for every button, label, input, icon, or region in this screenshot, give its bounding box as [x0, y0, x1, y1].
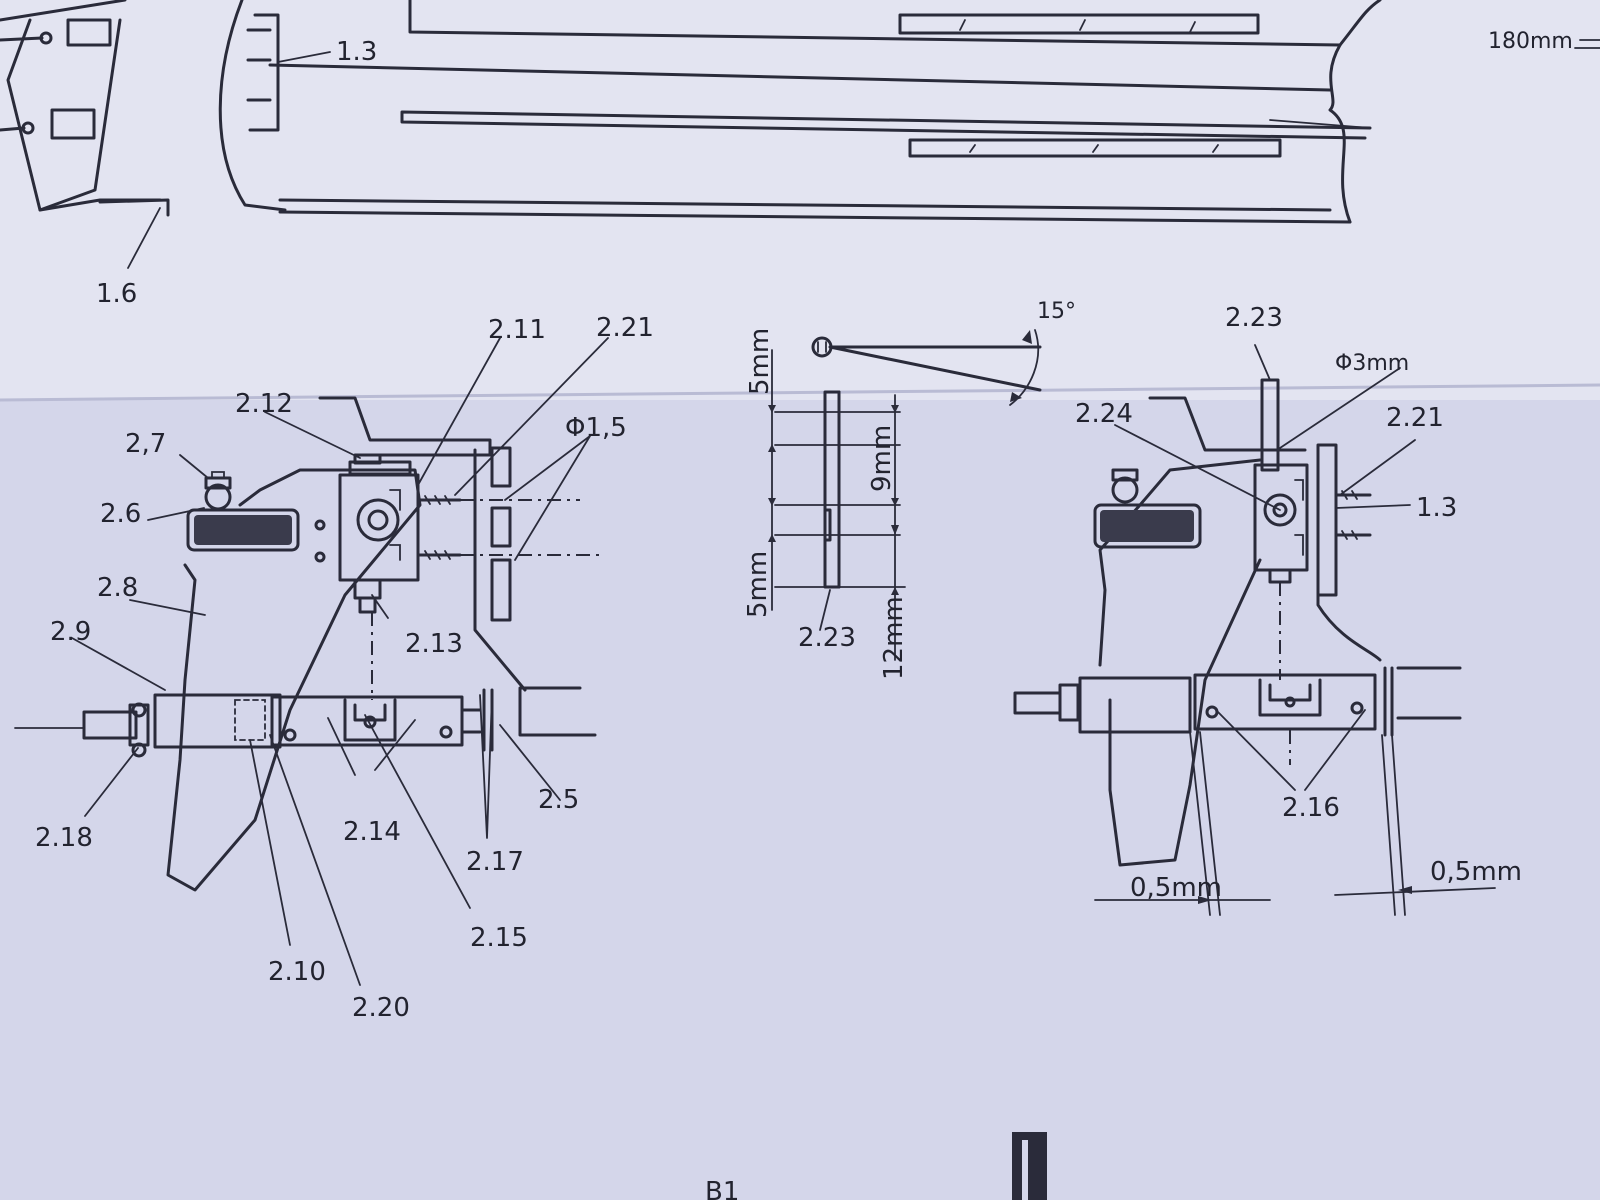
label-2-11: 2.11: [488, 315, 546, 345]
label-2-17: 2.17: [466, 847, 524, 877]
hull-side-view: [0, 0, 1600, 269]
label-dim-9mm: 9mm: [867, 425, 897, 492]
label-right-1-3: 1.3: [1416, 493, 1457, 523]
label-phi-3mm: Φ3mm: [1335, 351, 1409, 376]
label-dim-12mm: 12mm: [879, 596, 909, 680]
label-2-13: 2.13: [405, 629, 463, 659]
label-2-5: 2.5: [538, 785, 579, 815]
label-dim-5mm-top: 5mm: [745, 328, 775, 395]
bottom-dark-mark: [1012, 1132, 1047, 1200]
label-2-9: 2.9: [50, 617, 91, 647]
label-2-14: 2.14: [343, 817, 401, 847]
label-right-2-23: 2.23: [1225, 303, 1283, 333]
label-dim-5mm-bottom: 5mm: [743, 551, 773, 618]
paper-fold-line: [0, 383, 1600, 402]
label-phi-1-5: Φ1,5: [565, 413, 627, 443]
paper-upper-fold: [0, 0, 1600, 400]
label-2-7: 2,7: [125, 429, 166, 459]
label-page-mark: B1: [705, 1177, 739, 1200]
label-top-1-3: 1.3: [336, 37, 377, 67]
leader-top-1-6: [127, 207, 161, 269]
label-top-1-6: 1.6: [96, 279, 137, 309]
label-2-12: 2.12: [235, 389, 293, 419]
label-2-6: 2.6: [100, 499, 141, 529]
label-2-8: 2.8: [97, 573, 138, 603]
label-dim-180: 180mm: [1488, 29, 1573, 54]
left-rudder-assembly: [14, 337, 609, 986]
label-2-21: 2.21: [596, 313, 654, 343]
bottom-mark-gap: [1022, 1140, 1028, 1200]
label-dim-0-5-left: 0,5mm: [1130, 873, 1222, 903]
label-right-2-24: 2.24: [1075, 399, 1133, 429]
part-2-23-detail: [768, 329, 1042, 661]
right-rudder-assembly: [1013, 344, 1496, 916]
label-2-15: 2.15: [470, 923, 528, 953]
label-2-10: 2.10: [268, 957, 326, 987]
leader-top-1-3: [277, 51, 331, 63]
label-dim-0-5-right: 0,5mm: [1430, 857, 1522, 887]
label-2-18: 2.18: [35, 823, 93, 853]
label-angle-15: 15°: [1037, 299, 1076, 324]
label-right-2-16: 2.16: [1282, 793, 1340, 823]
label-right-2-21: 2.21: [1386, 403, 1444, 433]
label-mid-2-23: 2.23: [798, 623, 856, 653]
label-2-20: 2.20: [352, 993, 410, 1023]
